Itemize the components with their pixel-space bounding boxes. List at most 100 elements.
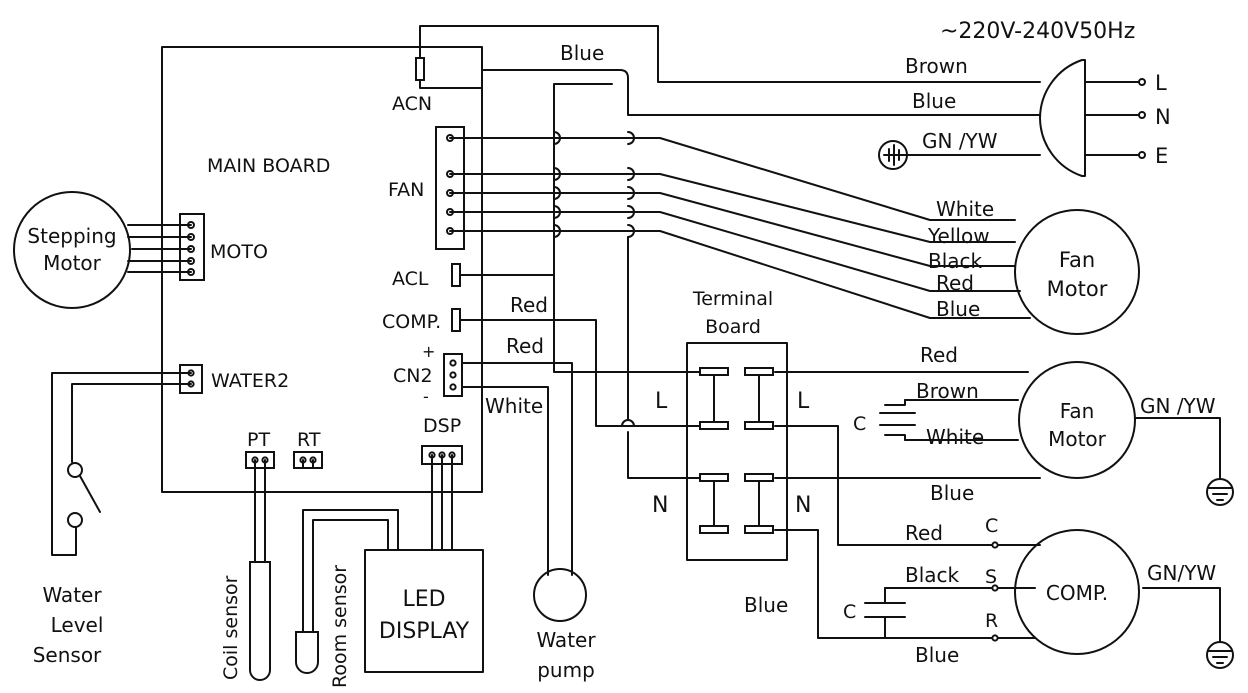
wire-cn2-red: [461, 362, 573, 576]
room-sensor-label: Room sensor: [329, 565, 351, 688]
wire-room-stub: [302, 459, 314, 469]
plug-body: [1039, 59, 1086, 177]
fan-top-red-label: Red: [936, 271, 974, 295]
water2-label: WATER2: [211, 370, 289, 392]
wire-dsp: [431, 454, 453, 551]
wire-fan-blue: [449, 230, 1031, 319]
compressor-label: COMP.: [1046, 581, 1108, 605]
supply-blue-label: Blue: [912, 89, 956, 113]
led-display-line2: DISPLAY: [379, 619, 470, 644]
rt-connector: [293, 451, 323, 469]
water-pump-line2: pump: [537, 658, 595, 682]
wire-acn-blue-stub: [419, 79, 483, 89]
fan-motor-out-line2: Motor: [1048, 427, 1107, 451]
supply-voltage: ~220V-240V50Hz: [940, 19, 1135, 44]
cn2-plus-label: +: [422, 342, 435, 361]
fan-motor-outdoor: Fan Motor Red Brown White C Blue GN /YW: [853, 343, 1234, 506]
fan-motor-top-line1: Fan: [1059, 248, 1095, 272]
blue-top-label: Blue: [560, 41, 604, 65]
fan-top-black-label: Black: [928, 249, 983, 273]
comp-blue-left-label: Blue: [744, 593, 788, 617]
plug-pins: [1084, 81, 1141, 156]
comp-connector: [451, 308, 461, 332]
terminal-l-left: L: [655, 389, 668, 414]
terminal-board: Terminal Board L L N N: [652, 288, 811, 561]
wire-cn2-white: [461, 386, 549, 576]
wire-fan-black: [449, 192, 1016, 267]
wire-fan-out-earth: [1134, 417, 1221, 486]
red-cn2-label: Red: [506, 334, 544, 358]
fan-out-ground-symbol: [1208, 487, 1232, 501]
pt-label: PT: [247, 429, 270, 451]
fan-motor-out-line1: Fan: [1060, 399, 1095, 423]
water-pump: Water pump: [533, 568, 596, 682]
cn2-connector-pins: [449, 359, 457, 391]
wire-blue-n: [627, 87, 1041, 116]
stepping-motor-line2: Motor: [43, 251, 102, 275]
terminal-blocks: [699, 367, 774, 534]
red-comp-label: Red: [510, 293, 548, 317]
terminal-board-outline: [686, 342, 788, 561]
terminal-l-right: L: [797, 389, 810, 414]
room-sensor-probe: [295, 631, 319, 674]
wire-water-level-b: [71, 383, 192, 463]
comp-black-label: Black: [905, 563, 960, 587]
stepping-motor-circle: [13, 191, 131, 309]
main-board-title: MAIN BOARD: [207, 155, 330, 177]
comp-red-label: Red: [905, 521, 943, 545]
fan-motor-top-circle: [1014, 209, 1140, 335]
fan-out-ground-icon: [1206, 478, 1234, 506]
acn-label: ACN: [392, 93, 432, 115]
wire-fan-yellow: [449, 173, 1016, 243]
wire-acl-terminal: [553, 274, 701, 373]
coil-sensor-probe: [249, 561, 271, 681]
supply-brown-label: Brown: [905, 54, 968, 78]
main-board: MAIN BOARD ACN FAN MOTO ACL COMP.: [161, 46, 483, 493]
wire-out-cap-leads: [884, 399, 906, 441]
acl-connector: [451, 263, 461, 287]
earth-symbol: [883, 144, 908, 166]
acn-connector: [415, 57, 425, 81]
wire-out-comp-blue: [774, 529, 1036, 639]
stepping-motor-line1: Stepping: [27, 224, 116, 248]
rt-label: RT: [297, 429, 321, 451]
fan-out-earth-label: GN /YW: [1140, 394, 1216, 418]
wire-fan-white: [449, 137, 1016, 221]
terminal-board-line1: Terminal: [692, 288, 773, 310]
acl-label: ACL: [392, 268, 429, 290]
water-level-contact-top: [67, 462, 83, 478]
fan-motor-top: Fan Motor White Yellow Black Red Blue: [927, 197, 1140, 335]
wire-water-level-a: [51, 372, 192, 556]
fan-out-white-label: White: [926, 425, 984, 449]
plug-e-label: E: [1155, 144, 1168, 168]
led-display-box: [364, 549, 484, 673]
water-level-switch: [79, 475, 101, 513]
wire-comp-earth: [1142, 587, 1221, 649]
water-pump-circle: [533, 568, 587, 622]
water-pump-line1: Water: [536, 628, 596, 652]
water2-connector: [179, 364, 203, 394]
terminal-board-line2: Board: [705, 316, 761, 338]
coil-sensor-label: Coil sensor: [220, 575, 242, 680]
comp-label: COMP.: [382, 311, 441, 333]
fan-out-cap-label: C: [853, 413, 866, 435]
comp-r-terminal: R: [985, 610, 998, 632]
comp-capacitor: [864, 602, 906, 618]
moto-label: MOTO: [210, 241, 268, 263]
wire-fan-red: [449, 211, 1021, 292]
fan-label: FAN: [388, 179, 424, 201]
dsp-label: DSP: [423, 415, 461, 437]
fan-top-white-label: White: [936, 197, 994, 221]
plug-n-label: N: [1155, 105, 1171, 129]
fan-out-blue-label: Blue: [930, 481, 974, 505]
comp-c-terminal: C: [985, 515, 998, 537]
water-level-line1: Water: [42, 583, 102, 607]
wire-blue-to-terminal: [627, 431, 701, 479]
wire-acn-brown: [419, 25, 1041, 83]
comp-ground-icon: [1206, 641, 1234, 669]
wire-stepping-motor: [127, 224, 192, 273]
cn2-minus-label: -: [423, 387, 429, 406]
plug-l-label: L: [1155, 71, 1167, 95]
comp-s-terminal: S: [985, 566, 997, 588]
